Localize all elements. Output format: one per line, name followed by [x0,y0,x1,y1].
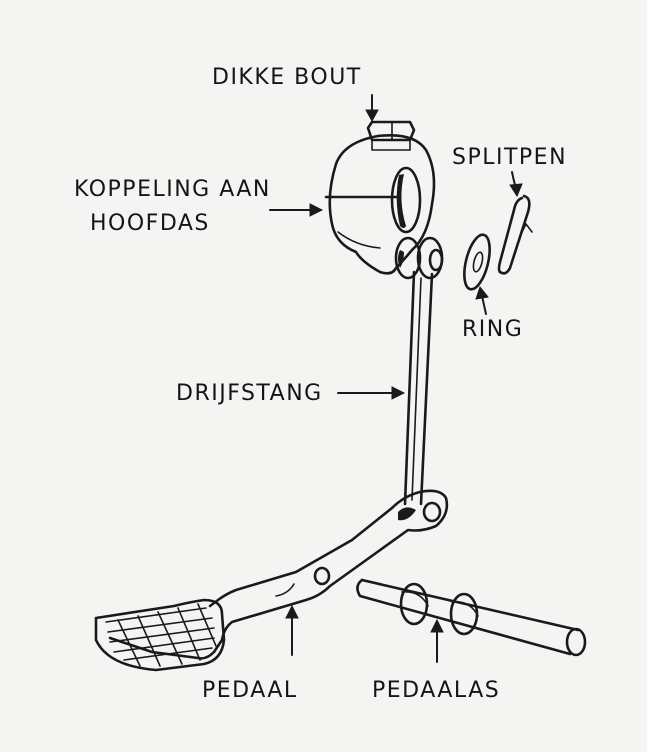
arrow-pedaal [285,604,299,656]
label-koppeling-line2: HOOFDAS [90,211,210,236]
arrow-ring [475,285,489,315]
arrow-koppeling [269,203,324,217]
pedal-plate [94,598,226,672]
label-splitpen: SPLITPEN [452,145,567,170]
thick-bolt [366,120,416,151]
washer-ring [463,233,491,291]
cotter-pin [497,194,533,275]
arrow-splitpen [509,171,523,198]
label-pedaalas: PEDAALAS [372,678,500,703]
label-ring: RING [462,317,523,342]
label-dikke-bout: DIKKE BOUT [212,65,362,90]
rod-top-pivot [394,236,444,280]
connecting-rod [403,270,434,506]
label-pedaal: PEDAAL [202,678,298,703]
arrow-dikke-bout [365,94,379,123]
arrow-pedaalas [430,618,444,663]
label-koppeling-line1: KOPPELING AAN [74,177,271,202]
arrow-drijfstang [337,386,406,400]
pedal-axle [356,578,587,657]
pedal-arm [108,489,449,660]
label-drijfstang: DRIJFSTANG [176,381,323,406]
